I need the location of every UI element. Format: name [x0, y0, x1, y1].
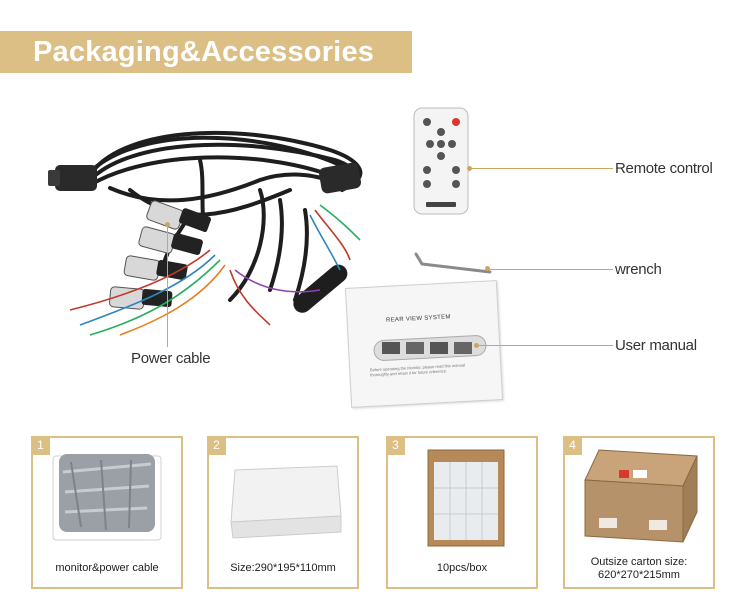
- package-number: 3: [386, 436, 405, 455]
- wrench-label: wrench: [615, 261, 662, 278]
- user-manual-label: User manual: [615, 337, 697, 354]
- remote-pointer-line: [470, 168, 613, 169]
- package-caption: 10pcs/box: [436, 562, 488, 574]
- remote-control-image: [413, 107, 469, 215]
- cable-pointer-dot: [165, 222, 170, 227]
- package-caption: Size:290*195*110mm: [230, 562, 336, 574]
- carton-open-image: [427, 449, 505, 547]
- page-title: Packaging&Accessories: [33, 36, 375, 68]
- package-caption-line1: Outsize carton size:: [590, 556, 688, 568]
- manual-illustration: [373, 335, 487, 361]
- header-banner: [0, 31, 412, 73]
- package-number: 1: [31, 436, 50, 455]
- remote-pointer-dot: [467, 166, 472, 171]
- package-caption: Outsize carton size: 620*270*215mm: [565, 556, 713, 582]
- wrench-image: [414, 252, 492, 274]
- wrench-pointer-line: [488, 269, 613, 270]
- outer-carton-image: [584, 449, 698, 543]
- package-caption: monitor&power cable: [55, 562, 159, 574]
- package-card-4: 4 Outsize carton size: 620*270*215mm: [563, 436, 715, 589]
- wrench-pointer-dot: [485, 266, 490, 271]
- manual-pointer-line: [477, 345, 613, 346]
- monitor-bag-image: [52, 454, 162, 541]
- cable-pointer-line: [167, 225, 168, 347]
- power-cable-label: Power cable: [131, 350, 211, 367]
- manual-pointer-dot: [474, 343, 479, 348]
- package-caption-line2: 620*270*215mm: [598, 569, 680, 581]
- remote-control-label: Remote control: [615, 160, 713, 177]
- power-cable-image: [48, 130, 363, 336]
- white-box-image: [230, 465, 342, 539]
- package-number: 2: [207, 436, 226, 455]
- package-number: 4: [563, 436, 582, 455]
- package-card-3: 3 10pcs/box: [386, 436, 538, 589]
- package-card-1: 1 monitor&power cable: [31, 436, 183, 589]
- package-card-2: 2 Size:290*195*110mm: [207, 436, 359, 589]
